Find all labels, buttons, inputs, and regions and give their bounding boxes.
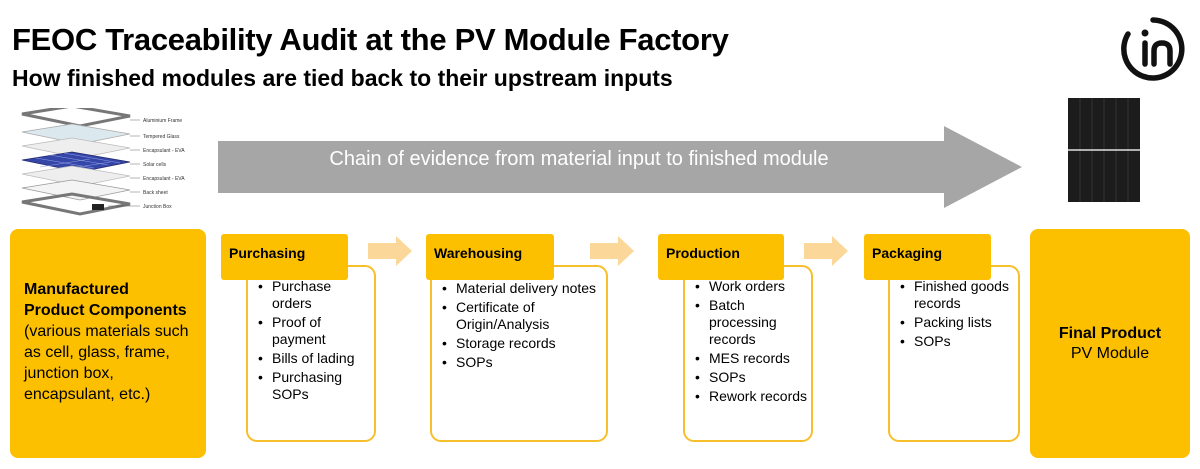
junction-box xyxy=(92,204,104,210)
list-item: Finished goods records xyxy=(898,278,1018,312)
components-title-line1: Manufactured xyxy=(24,281,129,298)
page-title: FEOC Traceability Audit at the PV Module… xyxy=(12,22,729,57)
evidence-chain-label: Chain of evidence from material input to… xyxy=(329,148,829,170)
list-item: Material delivery notes xyxy=(440,280,605,297)
evidence-chain-arrow xyxy=(218,126,1022,208)
stage-tab-purchasing: Purchasing xyxy=(221,234,348,280)
layer-label: Tempered Glass xyxy=(143,134,180,140)
stage-items-purchasing: Purchase orders Proof of payment Bills o… xyxy=(256,278,371,405)
flow-chevron-icon xyxy=(804,236,848,266)
final-product-title: Final Product xyxy=(1058,324,1162,342)
components-details: (various materials such as cell, glass, … xyxy=(24,323,189,403)
layer-label: Aluminium Frame xyxy=(143,118,182,124)
layer-label: Solar cells xyxy=(143,162,167,168)
layer-frame xyxy=(21,108,131,128)
solar-module-exploded-view: Aluminium Frame Tempered Glass Encapsula… xyxy=(21,108,185,216)
list-item: Bills of lading xyxy=(256,350,371,367)
stage-items-packaging: Finished goods records Packing lists SOP… xyxy=(898,278,1018,352)
list-item: Proof of payment xyxy=(256,314,371,348)
list-item: Purchase orders xyxy=(256,278,371,312)
flow-chevron-icon xyxy=(590,236,634,266)
list-item: Certificate of Origin/Analysis xyxy=(440,299,605,333)
list-item: SOPs xyxy=(898,333,1018,350)
layer-label: Encapsulant - EVA xyxy=(143,148,185,154)
stage-tab-warehousing: Warehousing xyxy=(426,234,554,280)
final-product-subtitle: PV Module xyxy=(1070,344,1150,362)
in-logo-icon xyxy=(1121,17,1185,81)
list-item: Storage records xyxy=(440,335,605,352)
layer-label: Junction Box xyxy=(143,204,172,210)
list-item: Packing lists xyxy=(898,314,1018,331)
layer-backsheet xyxy=(21,179,131,201)
list-item: Batch processing records xyxy=(693,297,811,348)
stage-items-production: Work orders Batch processing records MES… xyxy=(693,278,811,407)
page-subtitle: How finished modules are tied back to th… xyxy=(12,65,673,91)
components-title-line2: Product Components xyxy=(24,302,187,319)
list-item: SOPs xyxy=(440,354,605,371)
list-item: Rework records xyxy=(693,388,811,405)
stage-items-warehousing: Material delivery notes Certificate of O… xyxy=(440,280,605,373)
stage-tab-production: Production xyxy=(658,234,784,280)
list-item: Purchasing SOPs xyxy=(256,369,371,403)
layer-label: Encapsulant - EVA xyxy=(143,176,185,182)
list-item: MES records xyxy=(693,350,811,367)
layer-label: Back sheet xyxy=(143,190,168,196)
list-item: Work orders xyxy=(693,278,811,295)
list-item: SOPs xyxy=(693,369,811,386)
pv-module-image xyxy=(1068,98,1140,202)
final-product-box: Final Product PV Module xyxy=(1030,229,1190,458)
stage-tab-packaging: Packaging xyxy=(864,234,991,280)
components-box: Manufactured Product Components (various… xyxy=(10,229,206,458)
flow-chevron-icon xyxy=(368,236,412,266)
